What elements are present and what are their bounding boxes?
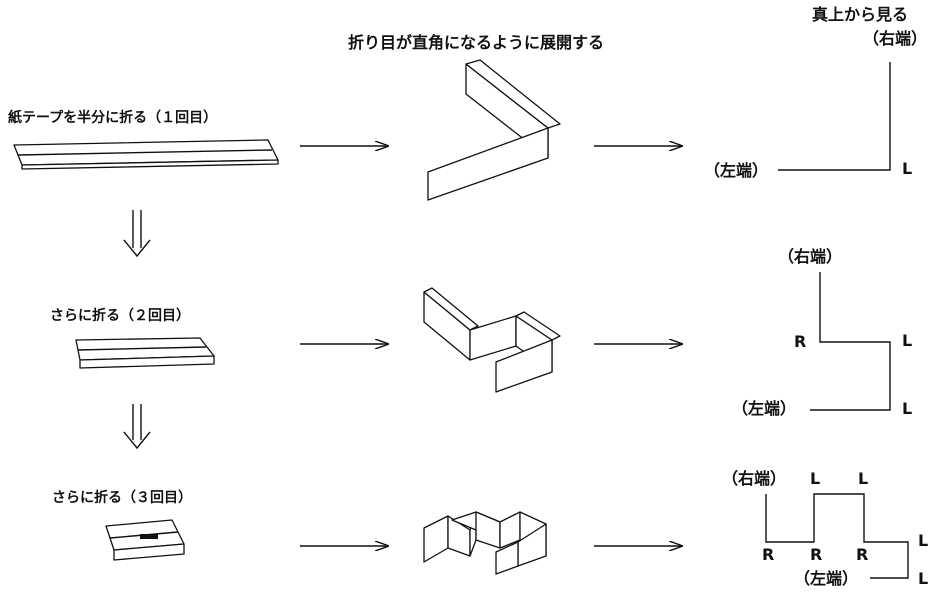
fold-label-L: L — [902, 331, 912, 350]
fold-label-R: R — [762, 545, 774, 564]
right-end-label-3: （右端） — [722, 469, 786, 488]
top-view-caption: 真上から見る — [812, 5, 908, 24]
fold-label-R: R — [856, 545, 868, 564]
unfold-caption: 折り目が直角になるように展開する — [348, 33, 604, 52]
unfolded-3d-step1 — [427, 59, 561, 201]
double-down-arrow-icon — [123, 404, 151, 450]
unfolded-3d-step2 — [423, 287, 561, 393]
unfolded-3d-step3 — [423, 511, 547, 575]
right-end-label-1: （右端） — [863, 29, 927, 48]
folded-tape-step3 — [105, 519, 185, 561]
step3-caption: さらに折る（３回目） — [52, 489, 192, 506]
top-view-step2: （右端） R L （左端） L — [732, 247, 912, 418]
folded-tape-step1 — [13, 139, 279, 170]
top-view-step3: （右端） L L R R R L （左端） L — [722, 469, 928, 588]
fold-label-L: L — [810, 469, 820, 488]
folded-tape-step2 — [75, 337, 215, 369]
fold-label-L: L — [902, 159, 912, 178]
fold-label-R: R — [810, 545, 822, 564]
fold-label-L: L — [902, 399, 912, 418]
top-view-step1: （左端） L — [704, 62, 912, 180]
fold-label-L: L — [918, 531, 928, 550]
fold-label-L: L — [858, 469, 868, 488]
fold-label-R: R — [794, 332, 806, 351]
left-end-label-3: （左端） — [794, 569, 858, 588]
step2-caption: さらに折る（２回目） — [50, 307, 190, 324]
left-end-label-2: （左端） — [732, 399, 796, 418]
step1-caption: 紙テープを半分に折る（１回目） — [8, 109, 217, 126]
right-end-label-2: （右端） — [778, 247, 842, 266]
double-down-arrow-icon — [123, 210, 151, 258]
left-end-label-1: （左端） — [704, 161, 768, 180]
fold-label-L: L — [918, 569, 928, 588]
